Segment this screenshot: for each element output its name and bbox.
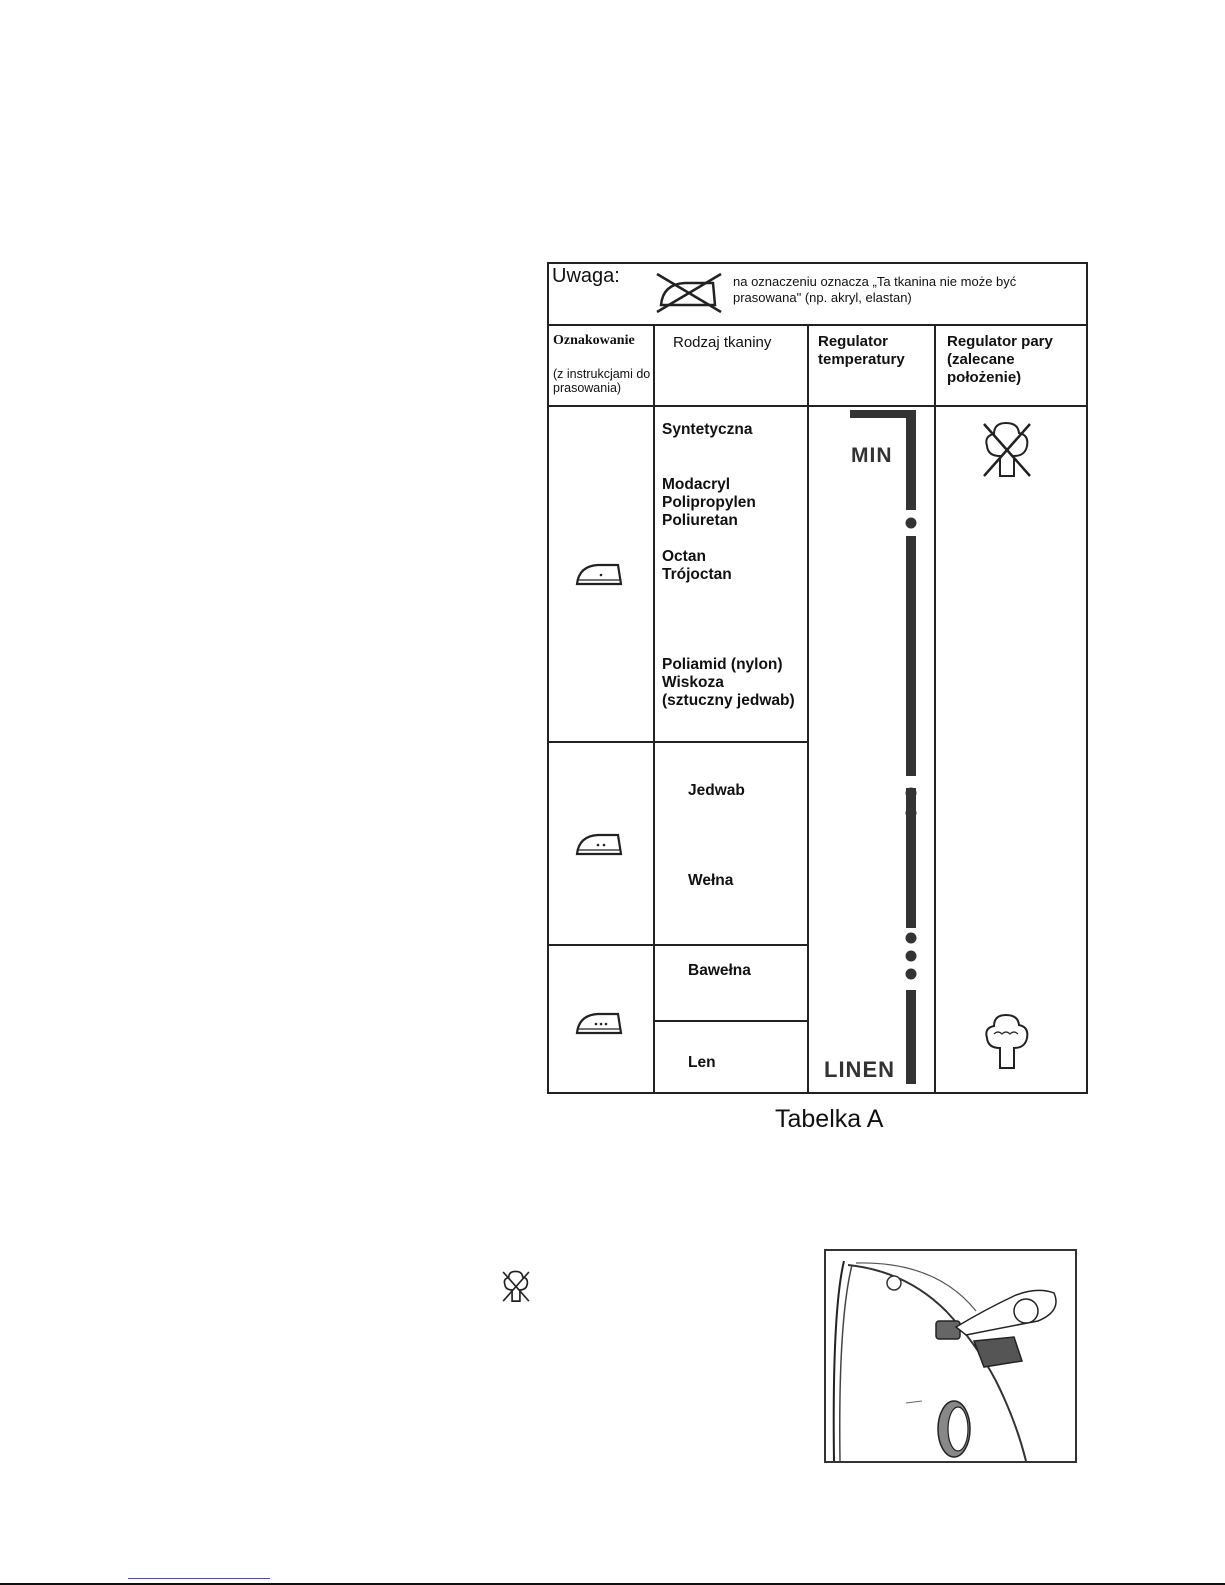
fabric-polyamide: Poliamid (nylon) [662,656,783,673]
fabric-artificial-silk: (sztuczny jedwab) [662,692,795,709]
header-marking-sub: (z instrukcjami do prasowania) [553,367,651,395]
fabric-modacryl: Modacryl [662,476,731,493]
fabric-wool: Wełna [688,872,734,889]
header-temp-regulator: Regulator temperatury [818,333,905,368]
table-rule [654,1020,809,1022]
iron-one-dot-icon [575,563,623,586]
fabric-polyurethane: Poliuretan [662,512,738,529]
note-title: Uwaga: [552,265,620,287]
table-rule [653,324,655,1094]
table-caption: Tabelka A [775,1105,884,1133]
table-rule [807,324,809,1094]
table-rule [547,324,1088,326]
temperature-scale-bar [850,410,917,1084]
header-steam-regulator: Regulator pary (zalecane położenie) [947,333,1053,386]
table-rule [934,324,936,1094]
no-iron-icon [656,272,722,314]
fabric-acetate: Octan [662,548,706,565]
iron-two-dots-icon [575,833,623,856]
scale-max-label: LINEN [824,1057,895,1082]
table-rule [547,944,809,946]
ironing-table [547,262,1088,1094]
fabric-synthetic: Syntetyczna [662,421,753,438]
header-marking: Oznakowanie [553,333,635,348]
footer-rule [0,1583,1225,1585]
fabric-linen: Len [688,1054,716,1071]
fabric-viscose: Wiskoza [662,674,724,691]
table-rule [547,405,1088,407]
small-no-steam-icon [502,1270,530,1302]
steam-icon [985,1013,1029,1069]
fabric-silk: Jedwab [688,782,745,799]
fabric-cotton: Bawełna [688,962,751,979]
footer-link-underline [128,1578,270,1579]
no-steam-icon [983,421,1031,477]
iron-drawing [832,1260,1057,1461]
iron-three-dots-icon [575,1012,623,1035]
table-rule [547,741,809,743]
header-fabric-type: Rodzaj tkaniny [673,334,772,351]
scale-min-label: MIN [851,444,893,467]
note-text: na oznaczeniu oznacza „Ta tkanina nie mo… [733,274,1017,305]
fabric-polypropylene: Polipropylen [662,494,756,511]
iron-illustration [824,1249,1077,1463]
fabric-triacetate: Trójoctan [662,566,732,583]
